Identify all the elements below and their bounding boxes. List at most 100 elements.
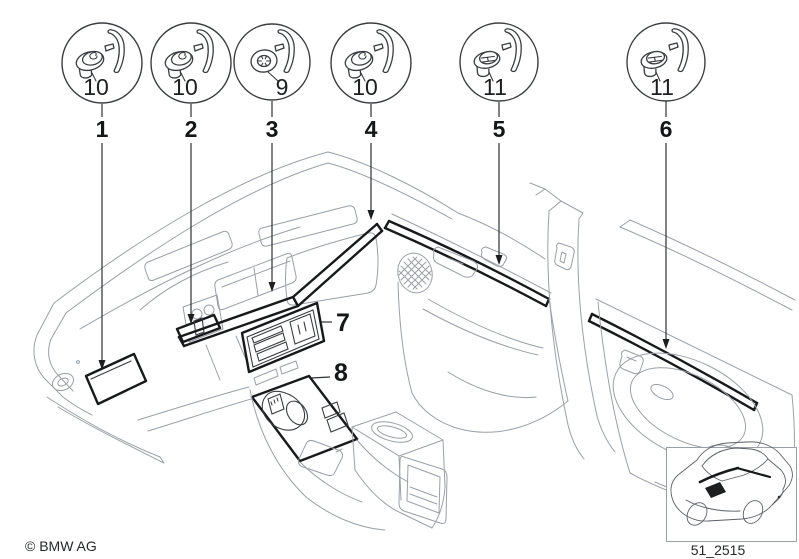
latch-mark [335, 448, 343, 453]
center-vents [214, 252, 297, 311]
item-ref: 4 [365, 116, 378, 142]
front-door-trim-strip-part-5 [383, 219, 551, 308]
b-pillar-drawing [529, 182, 616, 460]
item-ref: 1 [96, 116, 109, 142]
trim-strip-icon [501, 28, 522, 73]
item-ref: 2 [185, 116, 198, 142]
door-rear-edge [548, 298, 569, 402]
trim-inner-frame [246, 309, 320, 368]
rear-box-bottom [354, 469, 446, 529]
door-pull [432, 246, 478, 278]
spring-ring-nut-icon [250, 49, 278, 73]
left-a-pillar [33, 302, 165, 464]
trim-strip-icon [668, 28, 689, 73]
car-rear-three-quarter-outline-icon [670, 441, 793, 526]
leader-arrow [495, 255, 503, 265]
climate-unit [289, 313, 316, 345]
car-side-crease [685, 499, 741, 512]
fastener-leader [488, 71, 494, 82]
console-trim-part-8 [250, 374, 359, 463]
front-door-panel-drawing [391, 212, 569, 433]
fastener-ref: 9 [276, 74, 289, 100]
fastener-leader [267, 71, 279, 82]
dash-lower-edge [137, 386, 259, 432]
car-front-wheel [686, 502, 708, 526]
steering-column-line-1 [205, 344, 221, 381]
car-position-inset: 51_2515 [666, 441, 797, 558]
speaker-grille [397, 252, 433, 294]
leader-arrow [367, 210, 375, 220]
top-tray-inner [376, 425, 408, 439]
fastener-leader [180, 72, 186, 82]
tweeter-oval [51, 372, 75, 392]
switch-2 [326, 412, 349, 433]
callout-3: 9 3 [233, 23, 311, 292]
item-ref: 6 [660, 116, 673, 142]
windshield-outer-curve [53, 151, 459, 304]
door-opening-line [62, 396, 93, 416]
switch-recess [619, 349, 644, 375]
strip-end-caps [383, 219, 551, 308]
pillar-dot [76, 360, 80, 364]
top-tray [371, 421, 413, 443]
vent-divider [221, 260, 291, 296]
button-row-1 [253, 368, 279, 386]
sill-line-1 [46, 396, 161, 458]
callout-2: 10 2 [150, 22, 232, 324]
glovebox-outline [285, 232, 379, 306]
leader-arrow [268, 282, 276, 292]
callout-5: 11 5 [459, 22, 539, 265]
window-sill [391, 213, 552, 294]
strip-lower-edge [383, 226, 548, 308]
fastener-leader [360, 72, 366, 82]
door-handle [650, 383, 674, 401]
button-row-2 [279, 360, 299, 375]
sill-line-2 [57, 406, 165, 464]
console-left-edge [249, 389, 386, 531]
dash-trim-strip-parts-3-4 [177, 222, 384, 348]
fastener-ref: 11 [483, 74, 507, 100]
trim-frame [240, 301, 326, 374]
callout-1: 10 1 [61, 22, 143, 370]
console-buttons [253, 360, 299, 386]
fastener-ref: 11 [650, 74, 674, 100]
armrest-line-2 [422, 308, 539, 356]
window-sill [595, 298, 793, 396]
callout-6: 11 6 [626, 22, 706, 349]
strip-lower-edge [587, 319, 756, 412]
a-pillar-outer [33, 302, 64, 398]
console-right-edge [356, 439, 409, 483]
push-pin-clip-icon [75, 50, 105, 79]
callout-4: 10 4 [330, 22, 412, 220]
part-7-label: 7 [336, 309, 350, 337]
rear-vent-frame [398, 456, 448, 524]
map-pocket [447, 371, 537, 399]
part-1-lower-dash-trim [84, 352, 148, 406]
rear-vent-inner [406, 464, 441, 514]
vent-frame [214, 252, 297, 311]
slotted-grommet-clip-icon [640, 50, 668, 78]
car-windshield [701, 458, 769, 482]
roof-bracket [529, 182, 562, 202]
pillar-left-edge [547, 210, 568, 421]
center-stack-trim-part-7 [240, 301, 326, 374]
lower-edge-1 [137, 386, 250, 421]
tweeter-inner [57, 377, 69, 387]
part-label-7: 7 [321, 309, 350, 337]
console-center-line [299, 461, 363, 503]
fastener-ref: 10 [352, 74, 378, 100]
cluster-hood [139, 261, 229, 311]
strip-upper-edge [590, 312, 759, 405]
center-console-drawing [249, 389, 448, 531]
switch-1 [321, 401, 341, 419]
fastener-leader [91, 72, 97, 82]
car-badge-dot [777, 495, 781, 499]
trim-location-door-mark [705, 482, 726, 498]
strip-upper-edge [387, 219, 551, 301]
shifter-gate-ring [261, 390, 306, 431]
shifter-boot [285, 400, 309, 426]
gear-indicator [267, 393, 285, 415]
trim-location-dash-mark [698, 466, 740, 484]
window-top-frame [457, 212, 546, 260]
